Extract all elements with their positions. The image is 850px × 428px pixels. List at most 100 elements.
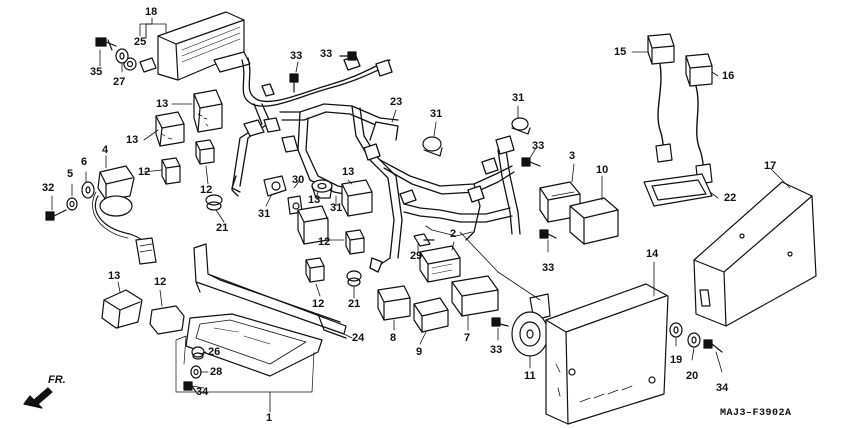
- front-direction-arrow: [23, 387, 53, 409]
- clamp-31-center: [263, 175, 287, 197]
- relay-7: [451, 275, 499, 317]
- callout-13: 13: [342, 166, 355, 178]
- control-unit-18: [123, 11, 251, 81]
- callout-1: 1: [266, 412, 273, 424]
- bolt-33-e: [491, 317, 509, 327]
- callout-12: 12: [154, 276, 167, 288]
- callout-21: 21: [216, 222, 229, 234]
- relay-12-center: [345, 229, 365, 255]
- callout-22: 22: [724, 192, 737, 204]
- callout-21: 21: [348, 298, 361, 310]
- clip-29: [413, 233, 435, 247]
- relay-8: [377, 285, 411, 321]
- callout-16: 16: [722, 70, 735, 82]
- callout-13: 13: [308, 194, 321, 206]
- clamp-30: [311, 179, 333, 199]
- callout-8: 8: [390, 332, 397, 344]
- bracket-24: [193, 243, 347, 339]
- callout-13: 13: [126, 134, 139, 146]
- leader-lines: [51, 17, 791, 413]
- callout-2: 2: [450, 228, 457, 240]
- callout-25: 25: [134, 36, 147, 48]
- callout-17: 17: [764, 160, 777, 172]
- callout-33: 33: [290, 50, 303, 62]
- grommet-6: [81, 181, 95, 199]
- relay-13-left: [155, 111, 185, 147]
- grommet-26: [191, 346, 205, 360]
- relay-12-center-low: [305, 257, 325, 283]
- callout-12: 12: [318, 236, 331, 248]
- callout-14: 14: [646, 248, 659, 260]
- callout-30: 30: [292, 174, 305, 186]
- callout-19: 19: [670, 354, 683, 366]
- relay-13-center-left: [297, 205, 329, 245]
- control-unit-17: [693, 181, 817, 327]
- callout-5: 5: [67, 168, 74, 180]
- bolt-33-d: [539, 229, 557, 239]
- callout-13: 13: [108, 270, 121, 282]
- callout-23: 23: [390, 96, 403, 108]
- clamp-31-right: [511, 117, 531, 135]
- callout-6: 6: [81, 156, 88, 168]
- control-unit-14: [545, 283, 669, 425]
- callout-12: 12: [312, 298, 325, 310]
- drawing-code: MAJ3–F3902A: [720, 408, 792, 419]
- collar-20: [687, 332, 701, 348]
- callout-20: 20: [686, 370, 699, 382]
- bolt-33-a: [289, 73, 299, 93]
- relay-4: [92, 165, 157, 265]
- clamp-31-upper: [422, 136, 443, 157]
- grommet-21-center: [346, 270, 362, 287]
- wire-harness-23: [231, 55, 521, 273]
- callout-31: 31: [258, 208, 271, 220]
- callout-18: 18: [145, 6, 158, 18]
- callout-32: 32: [42, 182, 55, 194]
- connector-16: [685, 53, 713, 185]
- callout-4: 4: [102, 144, 109, 156]
- callout-3: 3: [569, 150, 576, 162]
- bolt-34-right: [703, 339, 723, 353]
- callout-29: 29: [410, 250, 423, 262]
- callout-24: 24: [352, 332, 365, 344]
- relay-box-base-1: [175, 313, 323, 393]
- collar-5: [66, 197, 78, 211]
- callout-12: 12: [200, 184, 213, 196]
- callout-33: 33: [320, 48, 333, 60]
- relay-13-center: [341, 179, 373, 217]
- collar-27: [115, 48, 129, 64]
- relay-12-lower: [149, 305, 185, 335]
- callout-15: 15: [614, 46, 627, 58]
- relay-12-left: [161, 157, 181, 185]
- callout-31: 31: [512, 92, 525, 104]
- callout-7: 7: [464, 332, 471, 344]
- callout-33: 33: [490, 344, 503, 356]
- callout-13: 13: [156, 98, 169, 110]
- bolt-34-left: [183, 381, 197, 393]
- callout-31: 31: [330, 202, 343, 214]
- relay-12-small: [195, 139, 215, 165]
- relay-2: [419, 245, 461, 283]
- holder-22: [643, 173, 713, 207]
- callout-27: 27: [113, 76, 126, 88]
- relay-13-upper: [193, 89, 223, 133]
- relay-9: [413, 297, 449, 333]
- connector-15: [647, 33, 675, 163]
- callout-33: 33: [532, 140, 545, 152]
- front-direction-label: FR.: [48, 374, 66, 386]
- callout-12: 12: [138, 166, 151, 178]
- relay-10: [569, 197, 619, 245]
- callout-10: 10: [596, 164, 609, 176]
- callout-26: 26: [208, 346, 221, 358]
- collar-28: [190, 365, 202, 379]
- callout-33: 33: [542, 262, 555, 274]
- collar-19: [669, 322, 683, 338]
- callout-31: 31: [430, 108, 443, 120]
- callout-35: 35: [90, 66, 103, 78]
- callout-9: 9: [416, 346, 423, 358]
- relay-13-lower: [101, 289, 143, 329]
- callout-28: 28: [210, 366, 223, 378]
- bolt-35: [95, 37, 117, 51]
- callout-11: 11: [524, 370, 536, 382]
